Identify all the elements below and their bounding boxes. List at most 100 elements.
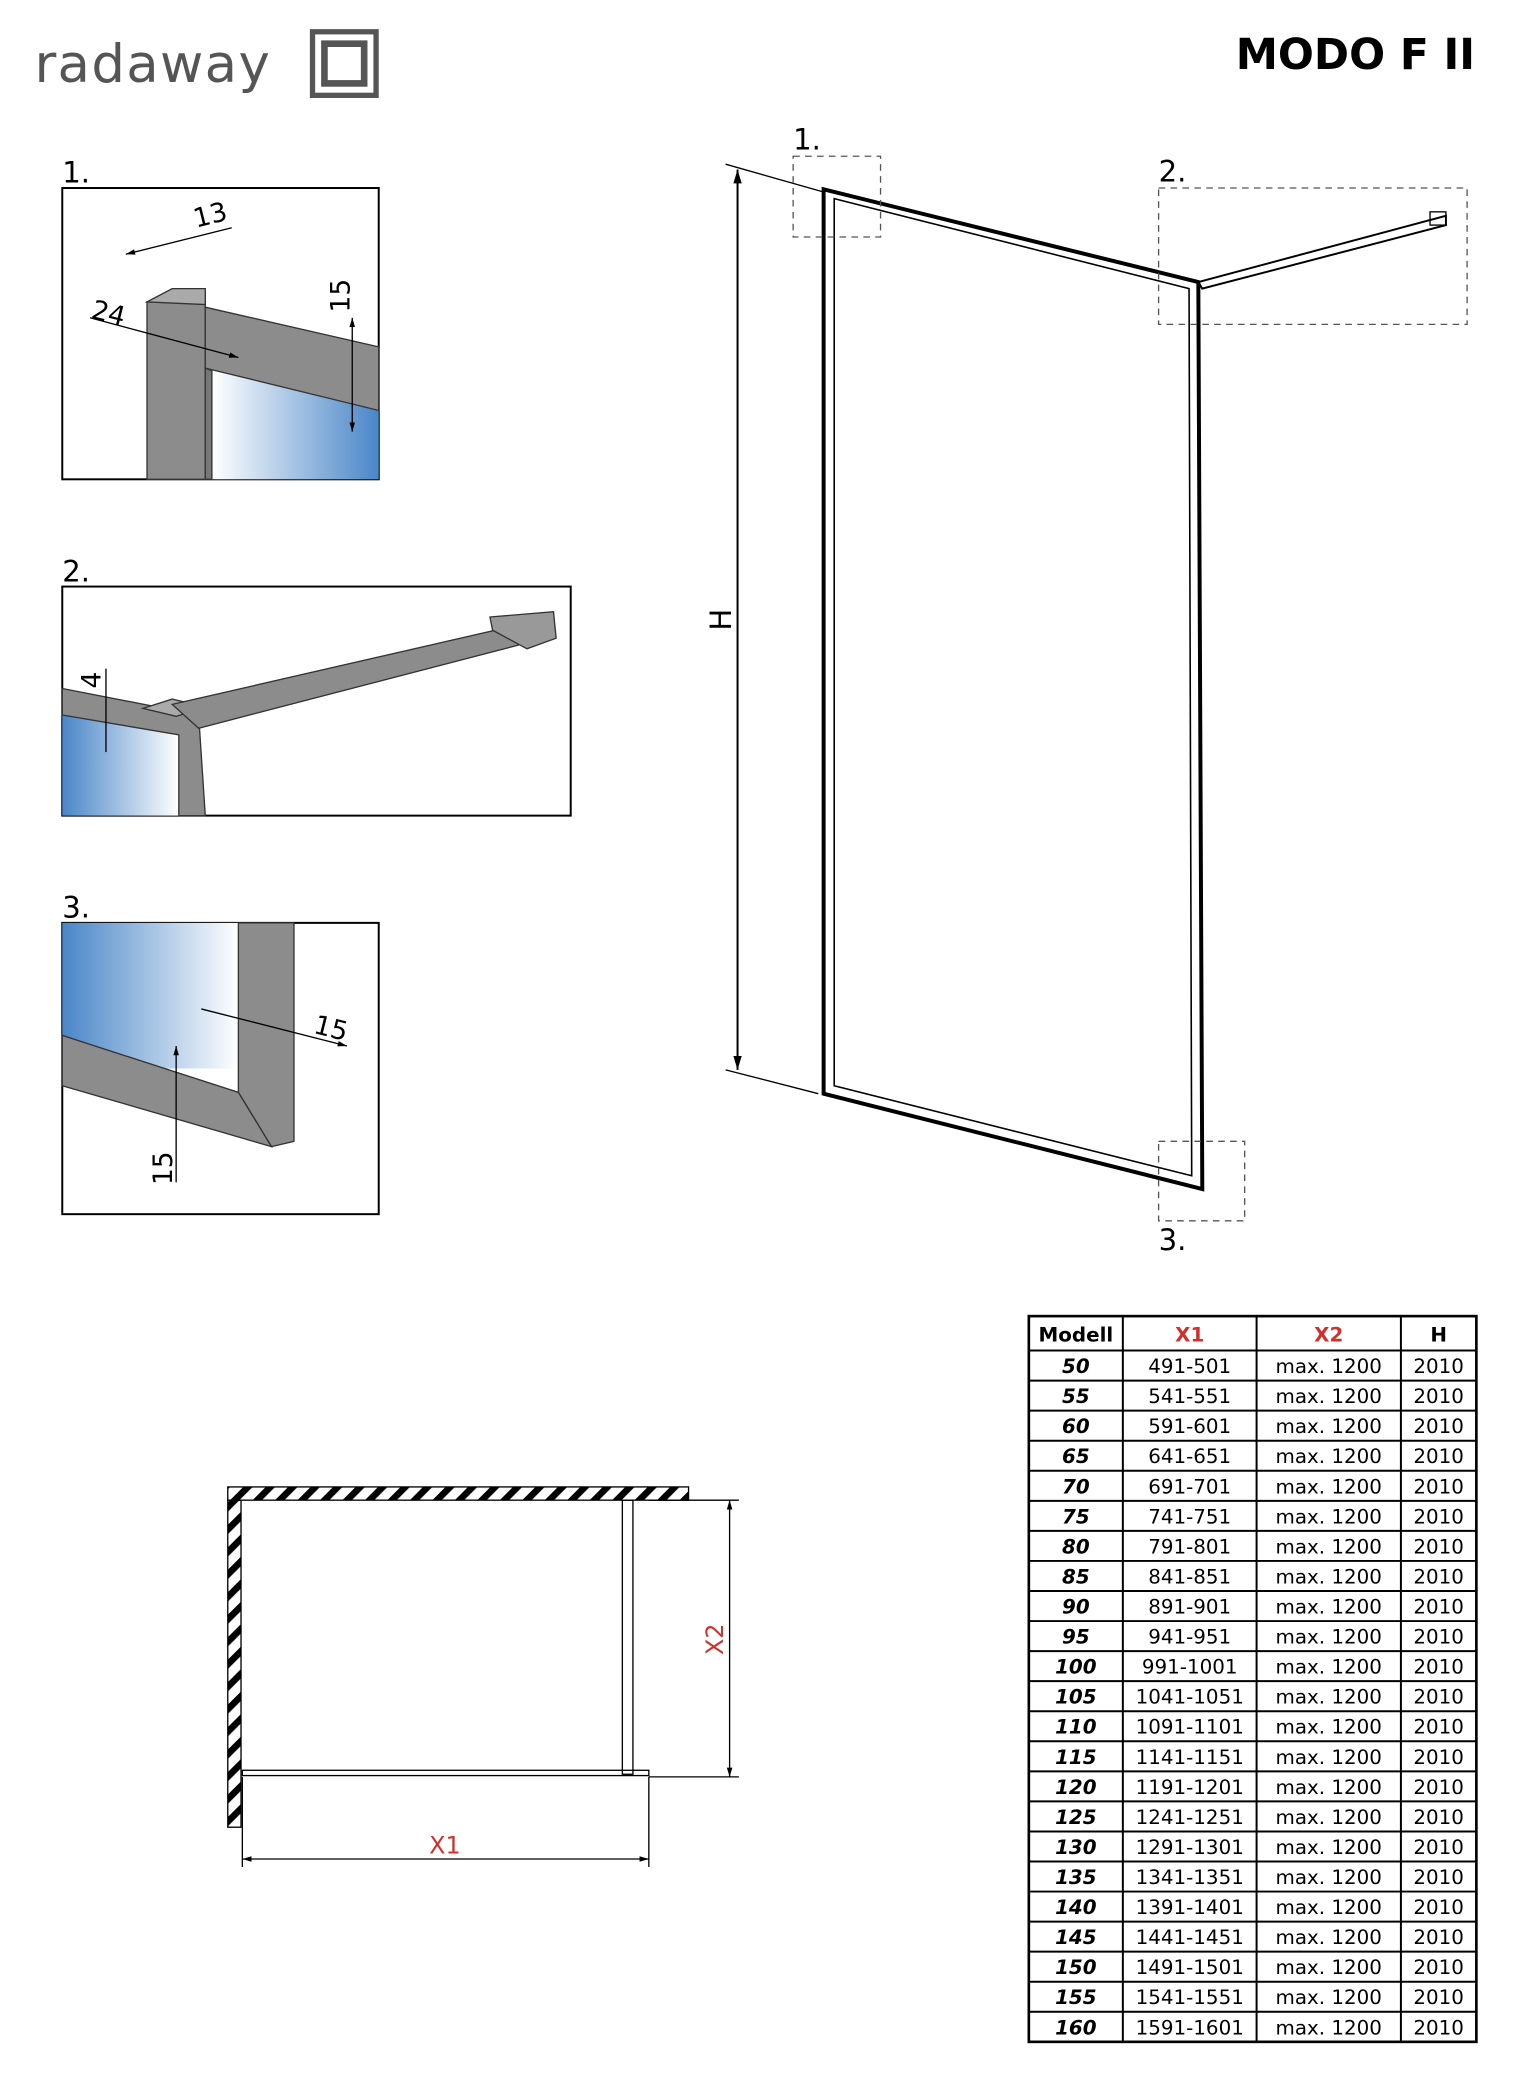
dim-4: 4 xyxy=(77,672,108,689)
table-cell: 591-601 xyxy=(1148,1415,1231,1438)
table-cell: max. 1200 xyxy=(1276,1986,1382,2009)
table-cell: 1491-1501 xyxy=(1136,1956,1244,1979)
detail-2-label: 2. xyxy=(62,554,90,588)
callout-box-2 xyxy=(1157,187,1468,326)
callout-3-label: 3. xyxy=(1159,1223,1187,1257)
table-cell: 2010 xyxy=(1413,1896,1464,1919)
table-cell: max. 1200 xyxy=(1276,1716,1382,1739)
table-cell: 1441-1451 xyxy=(1136,1926,1244,1949)
table-model-cell: 155 xyxy=(1055,1986,1096,2009)
table-model-cell: 135 xyxy=(1055,1866,1096,1889)
table-model-cell: 145 xyxy=(1055,1926,1096,1949)
table-cell: 1041-1051 xyxy=(1136,1686,1244,1709)
detail-1: 1. 13 24 15 xyxy=(61,156,380,481)
table-cell: max. 1200 xyxy=(1276,1626,1382,1649)
table-cell: 1241-1251 xyxy=(1136,1806,1244,1829)
callout-box-3 xyxy=(1157,1140,1246,1222)
table-model-cell: 110 xyxy=(1055,1716,1097,1739)
table-cell: max. 1200 xyxy=(1276,1956,1382,1979)
table-cell: 1291-1301 xyxy=(1136,1836,1244,1859)
table-cell: 1191-1201 xyxy=(1136,1776,1244,1799)
table-cell: 2010 xyxy=(1413,1445,1464,1468)
table-cell: 2010 xyxy=(1413,1596,1464,1619)
radaway-logo: radaway xyxy=(34,29,379,98)
table-cell: 1591-1601 xyxy=(1136,2016,1244,2039)
table-cell: 1091-1101 xyxy=(1136,1716,1244,1739)
plan-view: X2 X1 xyxy=(227,1486,739,1867)
dim-15-side: 15 xyxy=(311,1009,351,1047)
table-cell: 2010 xyxy=(1413,1686,1464,1709)
product-title: MODO F II xyxy=(1236,30,1475,79)
table-cell: 2010 xyxy=(1413,1866,1464,1889)
table-model-cell: 75 xyxy=(1062,1505,1090,1528)
table-model-cell: 95 xyxy=(1062,1626,1090,1649)
table-cell: 841-851 xyxy=(1148,1565,1231,1588)
table-cell: 2010 xyxy=(1413,1565,1464,1588)
table-model-cell: 90 xyxy=(1062,1596,1090,1619)
table-header-cell: X1 xyxy=(1175,1323,1204,1346)
table-cell: 2010 xyxy=(1413,1656,1464,1679)
table-cell: max. 1200 xyxy=(1276,1475,1382,1498)
main-view: H 1. 2. 3. xyxy=(704,123,1468,1257)
table-cell: max. 1200 xyxy=(1276,1535,1382,1558)
table-cell: 2010 xyxy=(1413,1355,1464,1378)
table-cell: max. 1200 xyxy=(1276,1806,1382,1829)
height-label: H xyxy=(704,609,738,631)
table-model-cell: 70 xyxy=(1062,1475,1090,1498)
table-cell: max. 1200 xyxy=(1276,1896,1382,1919)
table-cell: 691-701 xyxy=(1148,1475,1231,1498)
table-cell: max. 1200 xyxy=(1276,1656,1382,1679)
table-cell: max. 1200 xyxy=(1276,1385,1382,1408)
table-cell: max. 1200 xyxy=(1276,1565,1382,1588)
table-cell: 1541-1551 xyxy=(1136,1986,1244,2009)
table-cell: 2010 xyxy=(1413,1746,1464,1769)
table-model-cell: 50 xyxy=(1062,1355,1090,1378)
table-cell: 2010 xyxy=(1413,1986,1464,2009)
table-header-cell: X2 xyxy=(1314,1323,1343,1346)
table-cell: 1141-1151 xyxy=(1136,1746,1244,1769)
detail-2: 2. 4 xyxy=(61,554,572,817)
table-cell: max. 1200 xyxy=(1276,2016,1382,2039)
table-header-cell: Modell xyxy=(1038,1323,1113,1346)
table-cell: max. 1200 xyxy=(1276,1445,1382,1468)
table-cell: max. 1200 xyxy=(1276,1355,1382,1378)
table-cell: 2010 xyxy=(1413,1716,1464,1739)
table-model-cell: 60 xyxy=(1062,1415,1090,1438)
table-cell: 891-901 xyxy=(1148,1596,1231,1619)
table-model-cell: 115 xyxy=(1055,1746,1096,1769)
table-cell: max. 1200 xyxy=(1276,1926,1382,1949)
detail-3: 3. 15 15 xyxy=(61,891,380,1216)
table-cell: 2010 xyxy=(1413,2016,1464,2039)
table-model-cell: 120 xyxy=(1055,1776,1097,1799)
table-cell: 741-751 xyxy=(1148,1505,1231,1528)
table-cell: 1341-1351 xyxy=(1136,1866,1244,1889)
table-cell: max. 1200 xyxy=(1276,1776,1382,1799)
table-cell: 641-651 xyxy=(1148,1445,1231,1468)
dim-24: 24 xyxy=(88,294,128,332)
detail-3-label: 3. xyxy=(62,891,90,925)
table-cell: 2010 xyxy=(1413,1836,1464,1859)
table-cell: 791-801 xyxy=(1148,1535,1231,1558)
table-cell: max. 1200 xyxy=(1276,1505,1382,1528)
table-cell: 2010 xyxy=(1413,1806,1464,1829)
table-model-cell: 85 xyxy=(1062,1565,1090,1588)
table-cell: 1391-1401 xyxy=(1136,1896,1244,1919)
callout-2-label: 2. xyxy=(1159,154,1187,188)
x2-label: X2 xyxy=(701,1623,729,1654)
table-cell: 2010 xyxy=(1413,1475,1464,1498)
table-cell: 941-951 xyxy=(1148,1626,1231,1649)
table-cell: 541-551 xyxy=(1148,1385,1231,1408)
table-header-cell: H xyxy=(1430,1323,1447,1346)
table-model-cell: 160 xyxy=(1055,2016,1097,2039)
detail-1-label: 1. xyxy=(62,156,90,190)
table-cell: max. 1200 xyxy=(1276,1686,1382,1709)
callout-box-1 xyxy=(792,155,882,238)
table-model-cell: 140 xyxy=(1055,1896,1097,1919)
x1-label: X1 xyxy=(429,1832,460,1860)
table-model-cell: 125 xyxy=(1055,1806,1096,1829)
table-cell: 2010 xyxy=(1413,1385,1464,1408)
table-cell: max. 1200 xyxy=(1276,1836,1382,1859)
table-model-cell: 55 xyxy=(1062,1385,1090,1408)
